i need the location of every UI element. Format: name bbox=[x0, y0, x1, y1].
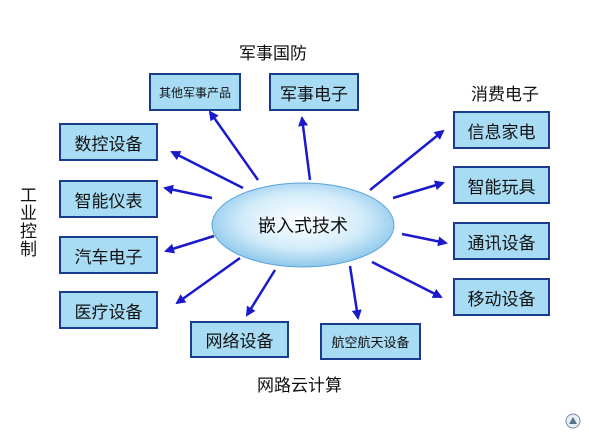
box-auto-electronics: 汽车电子 bbox=[59, 236, 158, 274]
box-military-products: 其他军事产品 bbox=[149, 73, 241, 111]
arrow-to-military-electronics bbox=[298, 116, 312, 181]
center-ellipse bbox=[211, 182, 395, 268]
group-label-military: 军事国防 bbox=[239, 44, 307, 64]
center-label: 嵌入式技术 bbox=[258, 216, 348, 237]
corner-emblem-icon bbox=[565, 413, 581, 429]
arrow-to-smart-instruments bbox=[163, 184, 213, 200]
arrow-to-cnc-equipment bbox=[170, 150, 244, 190]
arrow-to-aerospace-equipment bbox=[348, 265, 362, 320]
box-smart-toys: 智能玩具 bbox=[453, 166, 550, 204]
box-smart-instruments: 智能仪表 bbox=[59, 180, 158, 218]
group-label-network: 网路云计算 bbox=[257, 376, 342, 396]
box-military-electronics: 军事电子 bbox=[269, 73, 359, 111]
box-cnc-equipment: 数控设备 bbox=[59, 123, 158, 161]
arrow-to-military-products bbox=[208, 110, 260, 181]
arrow-to-info-appliances bbox=[369, 129, 445, 191]
box-info-appliances: 信息家电 bbox=[453, 111, 550, 149]
group-label-industrial: 工业控制 bbox=[16, 186, 36, 258]
box-mobile-devices: 移动设备 bbox=[453, 278, 550, 316]
arrow-to-comm-equipment bbox=[401, 232, 448, 247]
arrow-to-mobile-devices bbox=[371, 260, 443, 299]
arrow-to-smart-toys bbox=[392, 180, 445, 200]
box-network-equipment: 网络设备 bbox=[190, 321, 289, 358]
arrow-to-auto-electronics bbox=[164, 234, 215, 254]
box-aerospace-equipment: 航空航天设备 bbox=[320, 323, 421, 360]
arrow-to-medical-equipment bbox=[175, 256, 241, 305]
box-comm-equipment: 通讯设备 bbox=[453, 222, 550, 260]
group-label-consumer: 消费电子 bbox=[471, 85, 539, 105]
box-medical-equipment: 医疗设备 bbox=[59, 291, 158, 329]
arrow-to-network-equipment bbox=[245, 269, 277, 317]
